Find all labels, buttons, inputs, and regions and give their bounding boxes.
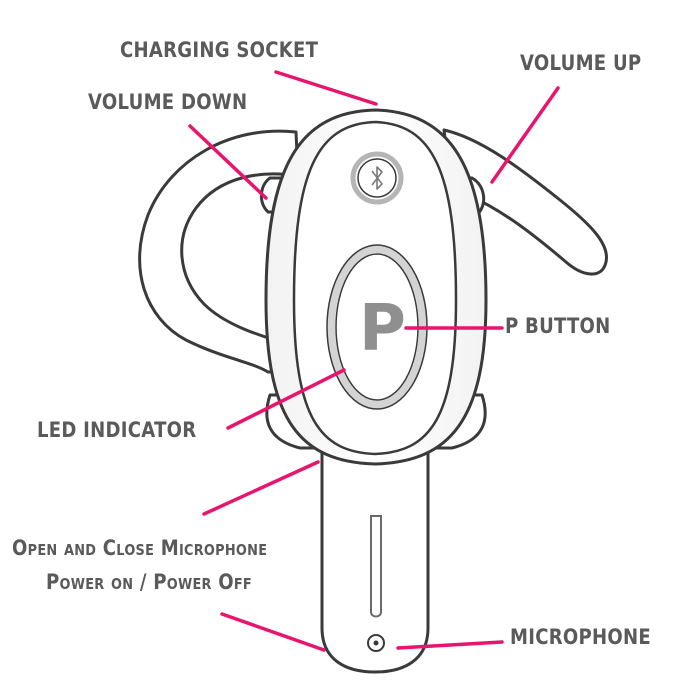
callout-line-open-close <box>204 462 318 514</box>
p-button-letter: P <box>359 292 406 366</box>
callout-line-charging-socket <box>276 72 376 104</box>
label-p-button: P BUTTON <box>505 316 611 337</box>
label-open-close-microphone: Open and Close Microphone <box>12 538 267 559</box>
label-led-indicator: LED INDICATOR <box>37 420 196 441</box>
callout-line-power <box>222 614 324 650</box>
callout-line-volume-up <box>492 88 558 182</box>
label-volume-up: VOLUME UP <box>520 53 641 74</box>
label-volume-down: VOLUME DOWN <box>88 92 247 113</box>
bluetooth-icon <box>353 154 401 202</box>
label-power-on-off: Power on / Power Off <box>46 572 252 593</box>
label-charging-socket: CHARGING SOCKET <box>120 40 318 61</box>
label-microphone: MICROPHONE <box>510 627 651 648</box>
microphone-boom <box>322 450 428 672</box>
